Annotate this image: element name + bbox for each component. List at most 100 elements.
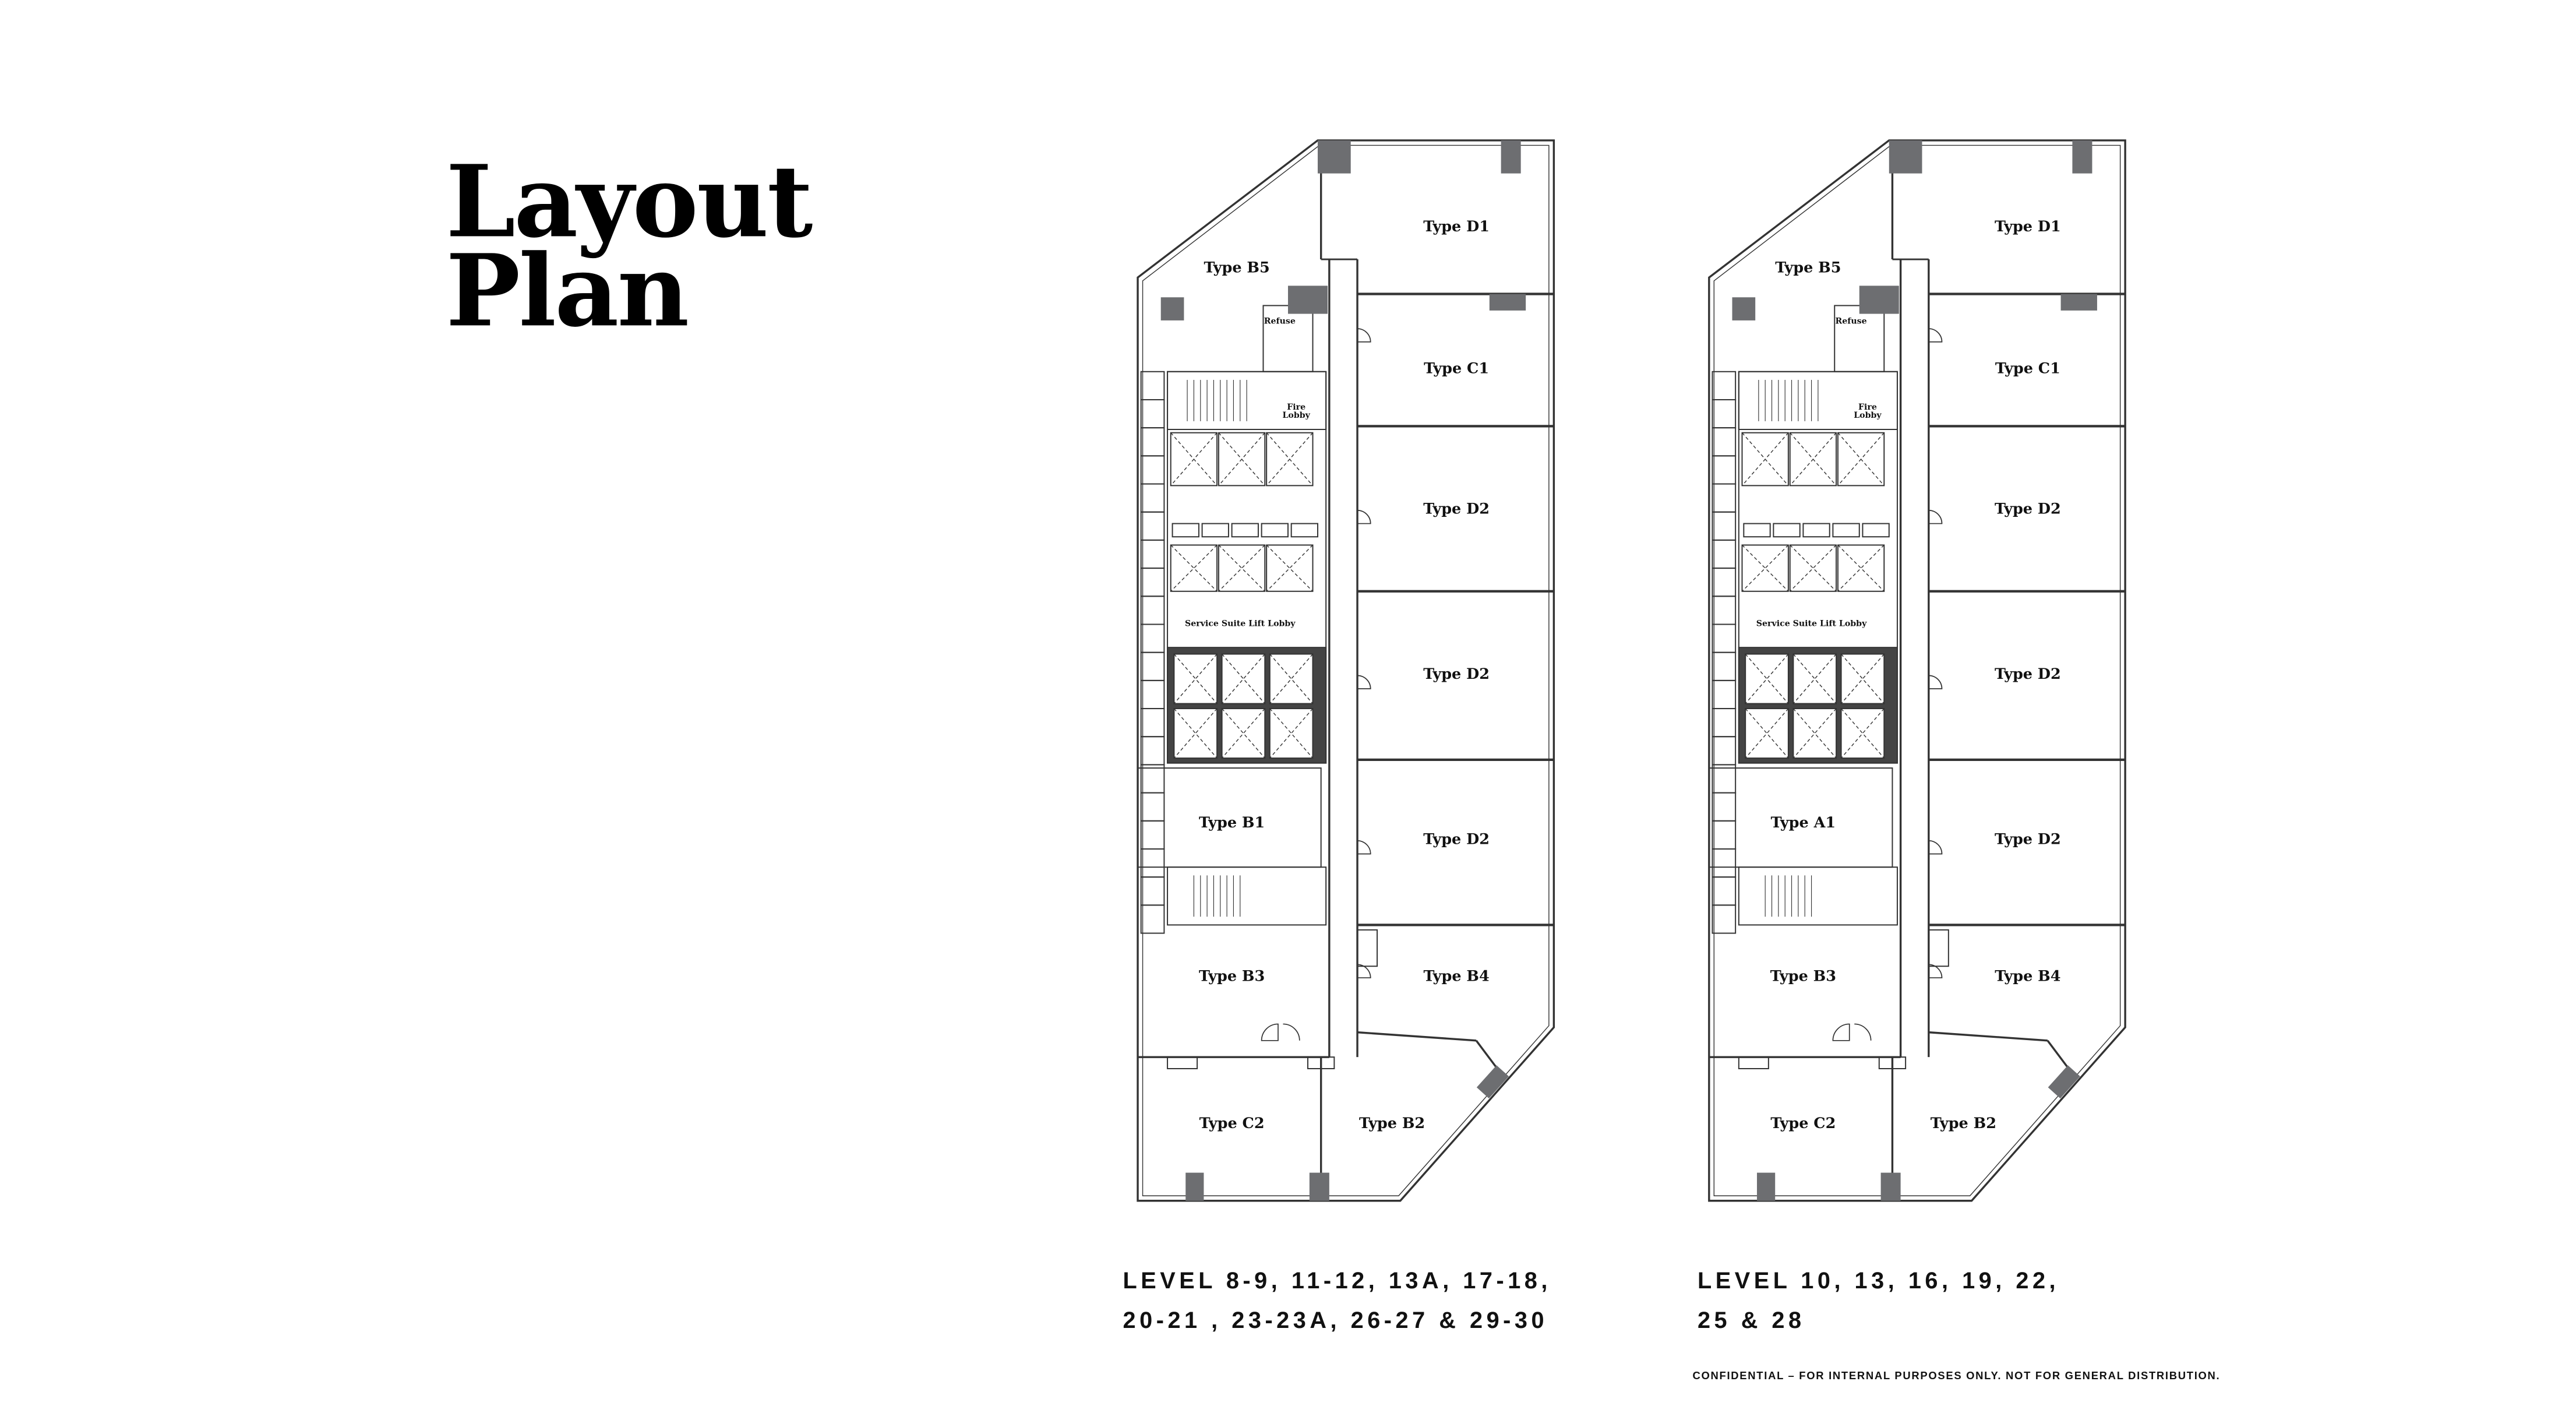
confidential-notice: CONFIDENTIAL – FOR INTERNAL PURPOSES ONL… [1692, 1370, 2221, 1383]
column [1732, 297, 1756, 320]
facade-fin [1712, 904, 1737, 934]
lift-car [1793, 709, 1837, 759]
facade-fin [1140, 736, 1165, 766]
facade-fin [1140, 876, 1165, 906]
lift-car [1170, 432, 1218, 487]
door-swing [1928, 840, 1943, 855]
lift-door [1201, 523, 1229, 538]
lift-car [1266, 432, 1314, 487]
lift-cross [1745, 708, 1789, 759]
lift-door [1862, 523, 1890, 538]
lift-car [1841, 654, 1885, 704]
facade-fin [1712, 511, 1737, 541]
lift-cross [1837, 432, 1885, 486]
door-swing [1928, 328, 1943, 343]
lift-cross [1745, 654, 1789, 704]
column [1501, 140, 1521, 174]
floor-plan-2: Type D1 Type B5 Refuse Type C1 Fire Lobb… [1708, 139, 2139, 1214]
column [1489, 294, 1526, 311]
facade-fin [1140, 427, 1165, 457]
column [1160, 297, 1184, 320]
plan-2-levels-caption: LEVEL 10, 13, 16, 19, 22, 25 & 28 [1698, 1260, 2059, 1340]
stair [1167, 371, 1327, 430]
column [1880, 1172, 1901, 1201]
lift-cross [1792, 708, 1837, 759]
lift-car [1269, 708, 1314, 759]
lift-cross [1222, 708, 1265, 759]
lift-car [1269, 709, 1313, 759]
column [1318, 140, 1351, 174]
lift-car [1745, 709, 1788, 759]
door-swing [1928, 964, 1943, 978]
column [2048, 1065, 2080, 1099]
lift-cross [1741, 432, 1789, 486]
facade-fin [1140, 596, 1165, 625]
column [1185, 1172, 1204, 1201]
lift-cross [1841, 654, 1885, 704]
stair [1738, 371, 1898, 430]
facade-fin [1140, 848, 1165, 878]
facade-fin [1140, 708, 1165, 738]
facade-fin [1712, 848, 1737, 878]
column [2072, 140, 2092, 174]
lift-car [1174, 709, 1218, 759]
door-swing [1928, 675, 1943, 689]
lift-car [1269, 653, 1314, 704]
window-unit [1738, 1056, 1769, 1069]
lift-car [1741, 544, 1789, 592]
facade-fin [1140, 623, 1165, 653]
facade-fin [1712, 679, 1737, 710]
facade-fin [1712, 623, 1737, 653]
unit-label: Type D2 [1995, 830, 2061, 848]
door-swing [1832, 1023, 1872, 1041]
column [2060, 294, 2097, 311]
facade-fin [1712, 539, 1737, 569]
lift-car [1173, 653, 1218, 704]
caption-line: 25 & 28 [1697, 1306, 1805, 1333]
facade-fin [1712, 568, 1737, 597]
door-swing [1261, 1023, 1300, 1041]
lift-car [1222, 709, 1265, 759]
lift-car [1745, 708, 1789, 759]
unit-label: Type D1 [1423, 218, 1490, 235]
lift-car [1745, 653, 1789, 704]
lift-car [1174, 654, 1218, 704]
facade-fin [1712, 651, 1737, 681]
room-label-refuse: Refuse [1264, 317, 1296, 326]
lift-cross [1269, 654, 1314, 704]
unit-label: Type C1 [1424, 360, 1489, 378]
facade-fin [1140, 483, 1165, 513]
lift-cross [1790, 432, 1837, 486]
facade-fin [1140, 679, 1165, 710]
column [1476, 1065, 1509, 1099]
lift-car [1221, 708, 1266, 759]
door-swing [1357, 510, 1371, 524]
unit-label: Type C2 [1199, 1115, 1265, 1132]
door-swing [1357, 840, 1371, 855]
lift-car [1221, 653, 1266, 704]
unit-label: Type D2 [1423, 501, 1490, 518]
lift-car [1837, 432, 1885, 487]
room-label-fire: Fire [1287, 403, 1305, 412]
door-swing [1357, 964, 1371, 978]
room-label-lobby: Lobby [1282, 411, 1310, 420]
unit-label: Type B5 [1775, 259, 1841, 277]
lift-cross [1837, 544, 1885, 592]
facade-fin [1712, 455, 1737, 485]
unit-label: Type B5 [1204, 259, 1270, 277]
refuse-room [1834, 305, 1885, 372]
facade-fin [1712, 736, 1737, 766]
lift-car [1218, 544, 1266, 592]
lift-car [1792, 708, 1837, 759]
lift-car [1840, 653, 1885, 704]
window-unit [1878, 1056, 1907, 1069]
caption-line: 20-21 , 23-23A, 26-27 & 29-30 [1123, 1306, 1548, 1333]
facade-fin [1712, 820, 1737, 850]
facade-fin [1140, 371, 1165, 400]
unit-label: Type A1 [1771, 814, 1836, 831]
unit-label: Type D2 [1995, 665, 2061, 683]
wall [1928, 1031, 2048, 1042]
lift-cross [1218, 432, 1265, 486]
lift-car [1792, 653, 1837, 704]
facade-fin [1712, 792, 1737, 822]
